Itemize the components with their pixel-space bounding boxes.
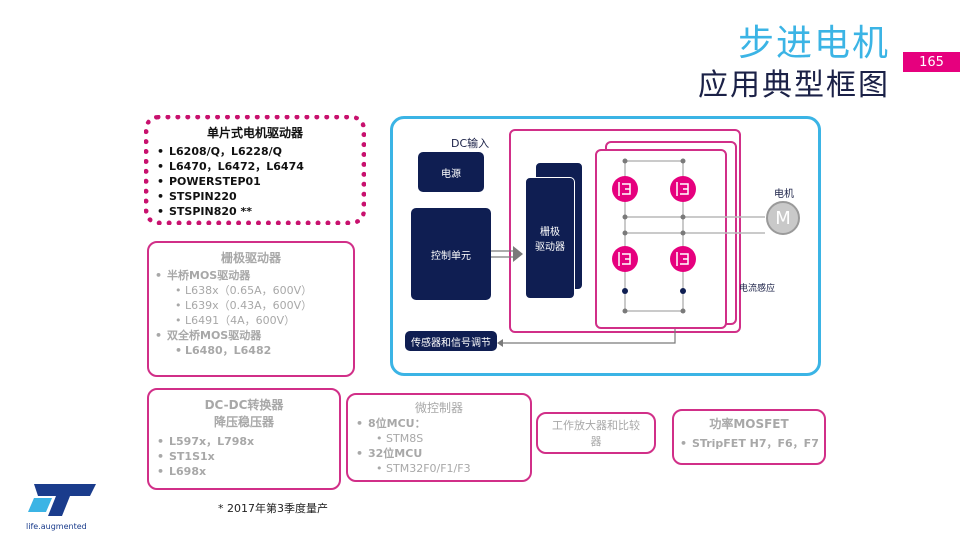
half-bridge-heading: 半桥MOS驱动器 [153, 268, 349, 283]
dcdc-item: ST1S1x [155, 449, 333, 464]
h-bridge-circuit [612, 158, 765, 314]
amplifier-box: 工作放大器和比较器 [536, 412, 656, 454]
title-line-2: 应用典型框图 [698, 68, 890, 103]
monolithic-driver-box: 单片式电机驱动器 L6208/Q，L6228/Q L6470，L6472，L64… [144, 115, 366, 225]
monolithic-driver-title: 单片式电机驱动器 [206, 126, 303, 140]
dcdc-item: L698x [155, 464, 333, 479]
gate-driver-block: 栅极 驱动器 [525, 177, 575, 299]
motor-letter: M [775, 207, 791, 229]
driver-item: POWERSTEP01 [155, 174, 355, 189]
logo-tagline: life.augmented [26, 522, 87, 531]
gate-item: L6480，L6482 [153, 343, 349, 358]
control-unit-block: 控制单元 [411, 208, 491, 300]
gate-driver-title: 栅极驱动器 [220, 251, 281, 265]
motor-icon: M [766, 201, 800, 235]
mcu-group-32bit: 32位MCU [354, 446, 524, 461]
mcu-item: STM8S [354, 431, 524, 446]
signal-arrows [491, 246, 676, 347]
sensor-label: 传感器和信号调节 [411, 337, 491, 349]
dcdc-title-2: 降压稳压器 [213, 415, 274, 429]
dcdc-title-1: DC-DC转换器 [204, 398, 284, 412]
driver-item: L6208/Q，L6228/Q [155, 144, 355, 159]
mosfet-icon [612, 176, 696, 272]
page-number-badge: 165 [903, 52, 960, 72]
mosfet-title: 功率MOSFET [709, 417, 789, 431]
gate-item: L6491（4A，600V） [153, 313, 349, 328]
title-line-1: 步进电机 [737, 23, 890, 64]
mcu-box: 微控制器 8位MCU： STM8S 32位MCU STM32F0/F1/F3 [346, 393, 532, 482]
mcu-title: 微控制器 [414, 401, 463, 415]
dc-input-label: DC输入 [451, 137, 490, 150]
driver-item: STSPIN820 ** [155, 204, 355, 219]
control-unit-label: 控制单元 [431, 250, 471, 262]
motor-label: 电机 [774, 189, 794, 200]
block-diagram: DC输入 电源 控制单元 栅极 驱动器 [390, 116, 821, 376]
power-block: 电源 [418, 152, 484, 192]
gate-item: L639x（0.43A，600V） [153, 298, 349, 313]
driver-item: STSPIN220 [155, 189, 355, 204]
mosfet-item: STripFET H7，F6，F7 [678, 436, 820, 451]
amplifier-title: 工作放大器和比较器 [552, 419, 640, 448]
st-logo-icon [28, 484, 96, 516]
dcdc-item: L597x，L798x [155, 434, 333, 449]
mcu-group-8bit: 8位MCU： [354, 416, 524, 431]
mcu-item: STM32F0/F1/F3 [354, 461, 524, 476]
dcdc-box: DC-DC转换器 降压稳压器 L597x，L798x ST1S1x L698x [147, 388, 341, 490]
gate-item: L638x（0.65A，600V） [153, 283, 349, 298]
current-sense-label: 电流感应 [739, 284, 776, 294]
driver-item: L6470，L6472，L6474 [155, 159, 355, 174]
power-mosfet-box: 功率MOSFET STripFET H7，F6，F7 [672, 409, 826, 465]
gate-driver-box: 栅极驱动器 半桥MOS驱动器 L638x（0.65A，600V） L639x（0… [147, 241, 355, 377]
power-label: 电源 [441, 168, 461, 180]
full-bridge-heading: 双全桥MOS驱动器 [153, 328, 349, 343]
footnote: * 2017年第3季度量产 [218, 502, 328, 515]
st-logo: life.augmented [18, 480, 118, 531]
sensor-block: 传感器和信号调节 [405, 331, 497, 351]
gate-driver-label: 栅极 驱动器 [535, 227, 565, 253]
